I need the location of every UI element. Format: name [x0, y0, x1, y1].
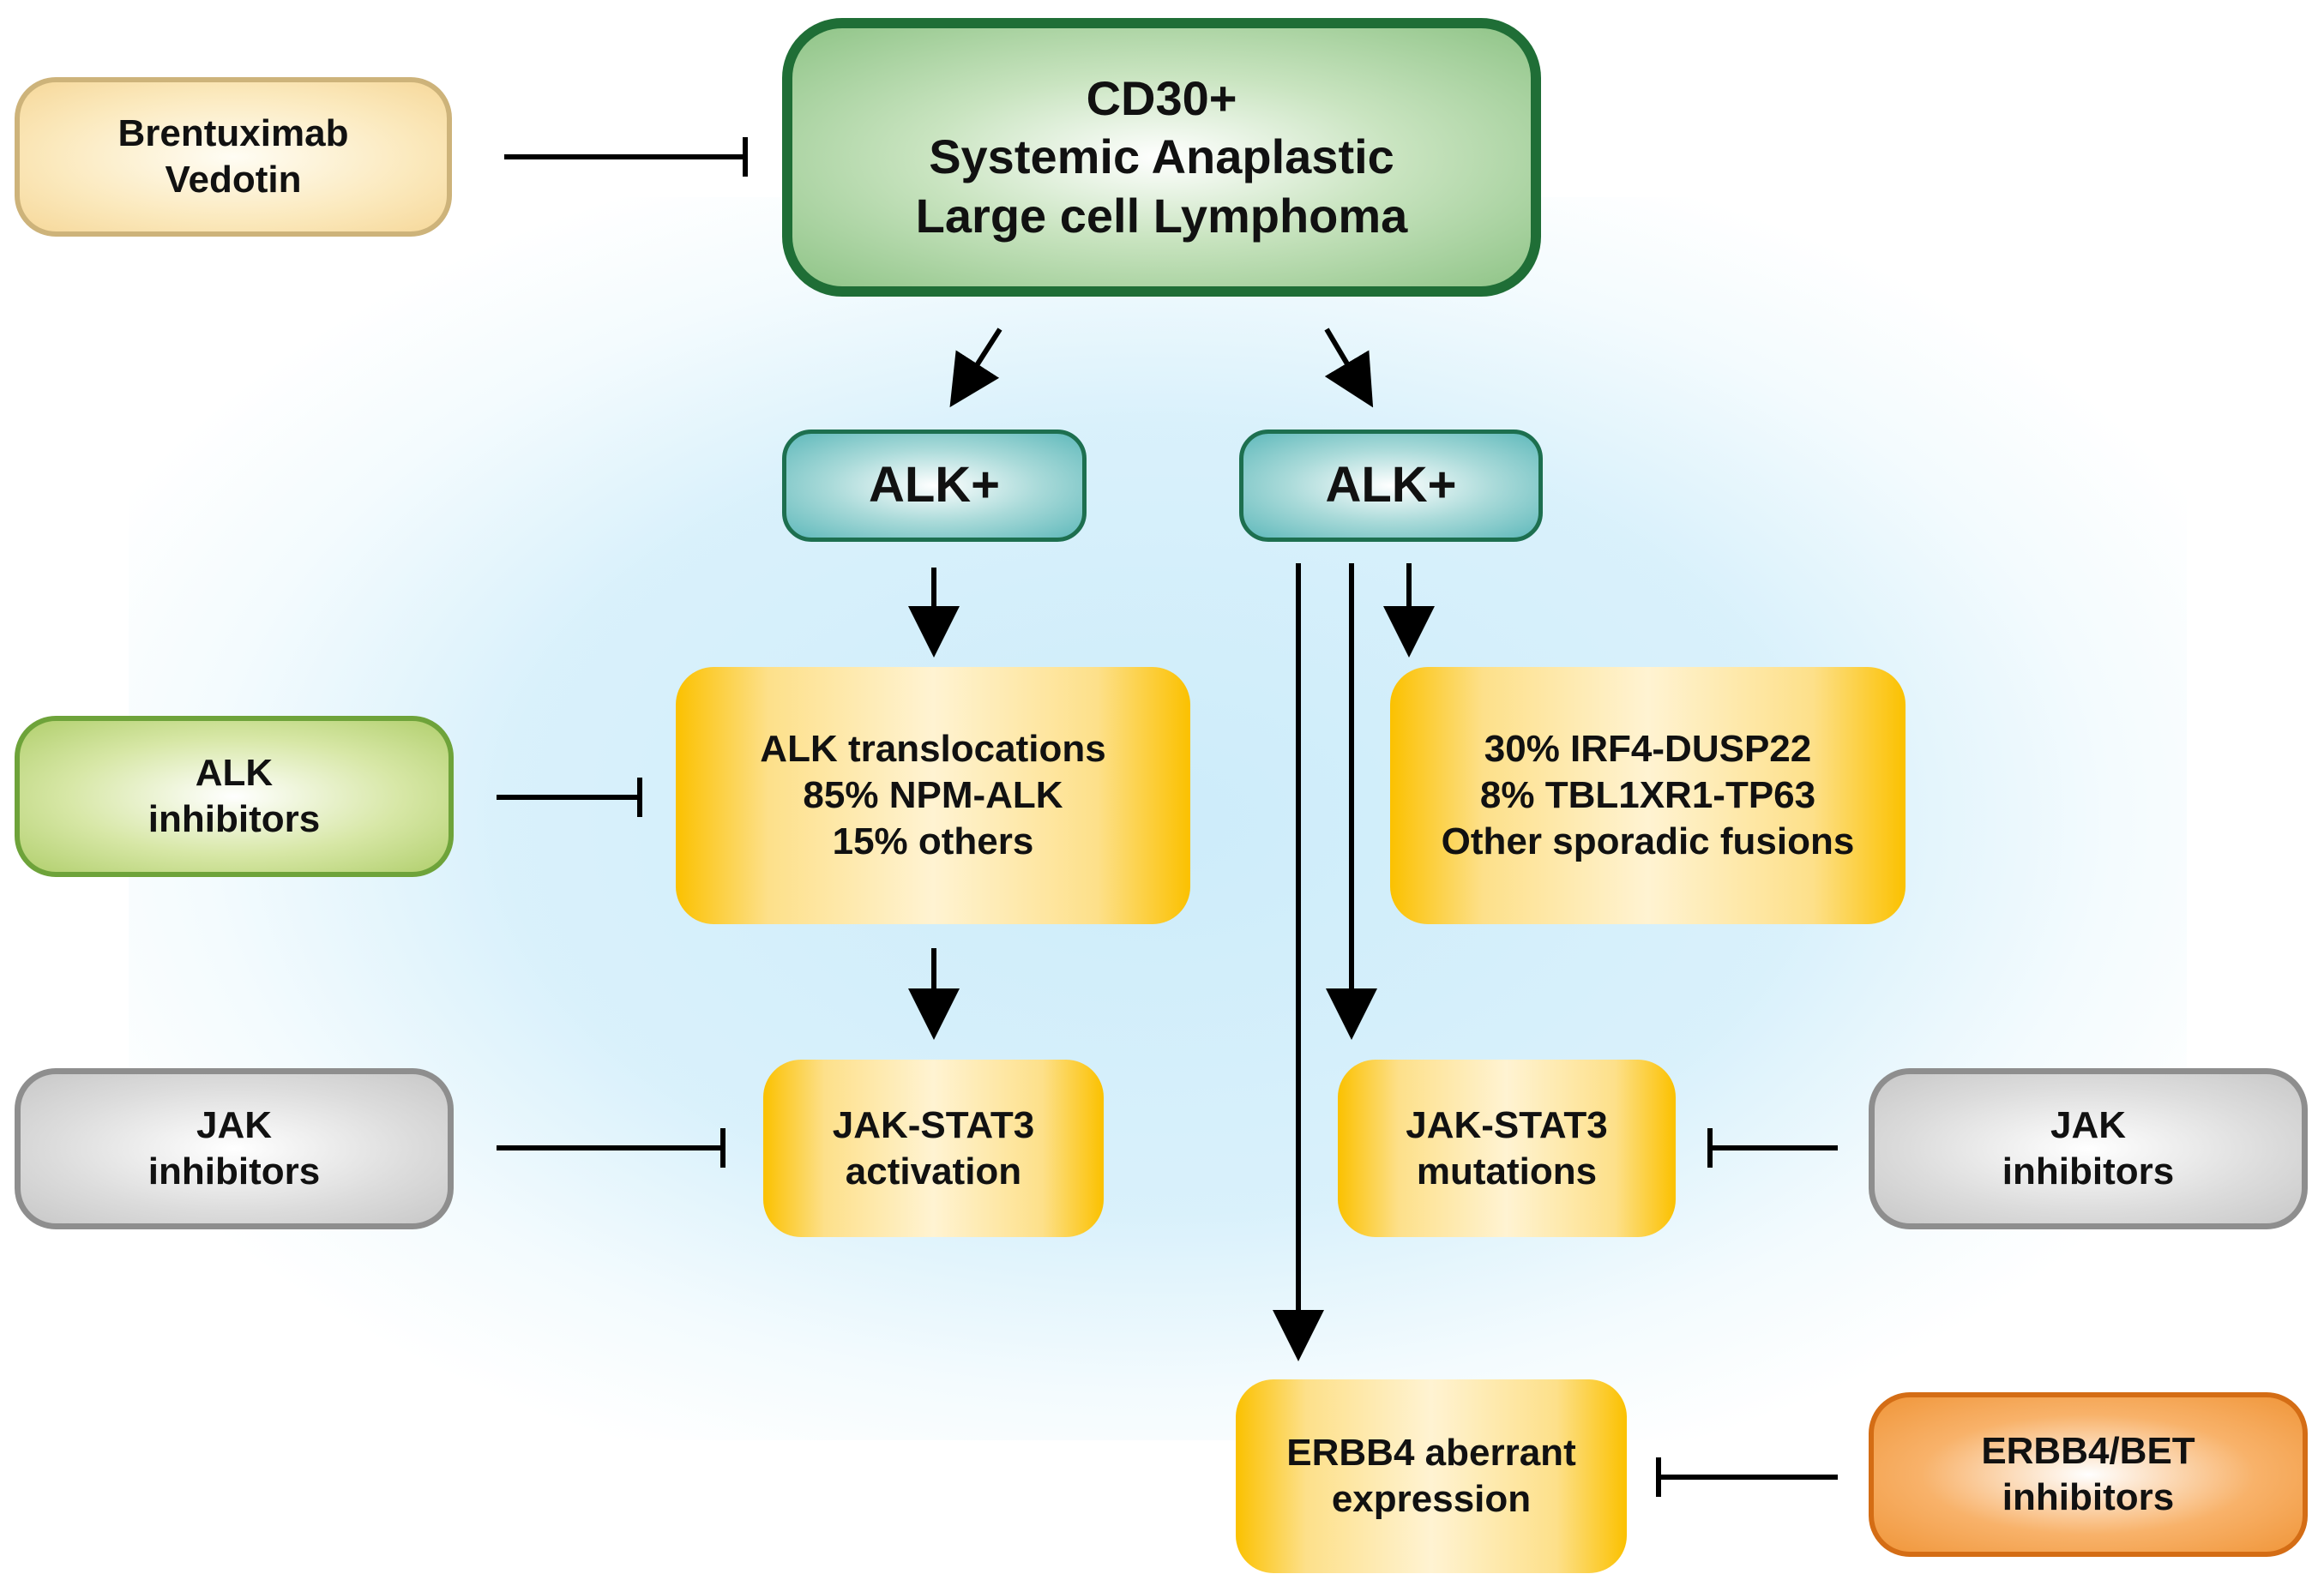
node-label-line: ALK [195, 752, 274, 795]
node-label-line: JAK [196, 1104, 273, 1147]
jak-inhibitors-right-node: JAK inhibitors [1869, 1068, 2308, 1229]
node-label-line: mutations [1416, 1150, 1598, 1192]
node-label-line: 15% others [832, 820, 1034, 862]
node-label-line: ERBB4 aberrant [1286, 1432, 1576, 1475]
subtype-right-node: ALK+ [1239, 430, 1543, 542]
inhibit-jak-right-mutations [1707, 1128, 1838, 1168]
node-label-line: Systemic Anaplastic [929, 129, 1394, 184]
alk-translocations-node: ALK translocations 85% NPM-ALK 15% other… [676, 667, 1190, 924]
node-label-line: ERBB4/BET [1981, 1430, 2195, 1473]
inhibit-brentuximab-root [504, 137, 748, 177]
erbb4-bet-inhibitors-node: ERBB4/BET inhibitors [1869, 1392, 2308, 1557]
node-label-line: Other sporadic fusions [1441, 820, 1855, 862]
node-label-line: inhibitors [148, 1150, 321, 1192]
node-label-line: inhibitors [148, 798, 321, 840]
node-label-line: inhibitors [2002, 1150, 2175, 1192]
erbb4-aberrant-expression-node: ERBB4 aberrant expression [1236, 1379, 1627, 1573]
subtype-left-node: ALK+ [782, 430, 1087, 542]
inhibit-erbb4-bet-erbb4 [1656, 1457, 1838, 1497]
jak-stat3-mutations-node: JAK-STAT3 mutations [1338, 1060, 1676, 1237]
node-label: ALK+ [1325, 457, 1457, 514]
inhibit-jak-left-activation [497, 1128, 725, 1168]
cd30-salcl-root-node: CD30+ Systemic Anaplastic Large cell Lym… [782, 18, 1541, 297]
node-label-line: Large cell Lymphoma [915, 188, 1408, 243]
node-label-line: CD30+ [1086, 71, 1237, 126]
node-label-line: JAK [2050, 1104, 2127, 1147]
arrow-root-to-alk-right [1324, 327, 1374, 408]
node-label-line: JAK-STAT3 [832, 1103, 1035, 1146]
alk-inhibitors-node: ALK inhibitors [15, 716, 454, 877]
node-label-line: ALK translocations [760, 728, 1106, 771]
node-label-line: 8% TBL1XR1-TP63 [1479, 774, 1816, 817]
fusions-node: 30% IRF4-DUSP22 8% TBL1XR1-TP63 Other sp… [1390, 667, 1906, 924]
node-label-line: Vedotin [165, 159, 302, 201]
node-label-line: Brentuximab [117, 112, 349, 155]
node-label-line: 30% IRF4-DUSP22 [1484, 728, 1812, 771]
jak-inhibitors-left-node: JAK inhibitors [15, 1068, 454, 1229]
node-label-line: inhibitors [2002, 1476, 2175, 1518]
node-label-line: activation [845, 1150, 1022, 1192]
brentuximab-vedotin-node: Brentuximab Vedotin [15, 77, 452, 237]
node-label-line: 85% NPM-ALK [803, 774, 1063, 817]
inhibit-alk-inhibitors-translocations [497, 778, 642, 817]
node-label-line: JAK-STAT3 [1406, 1103, 1608, 1146]
node-label-line: expression [1331, 1478, 1532, 1520]
arrow-root-to-alk-left [949, 327, 1002, 408]
node-label: ALK+ [868, 457, 1001, 514]
jak-stat3-activation-node: JAK-STAT3 activation [763, 1060, 1104, 1237]
